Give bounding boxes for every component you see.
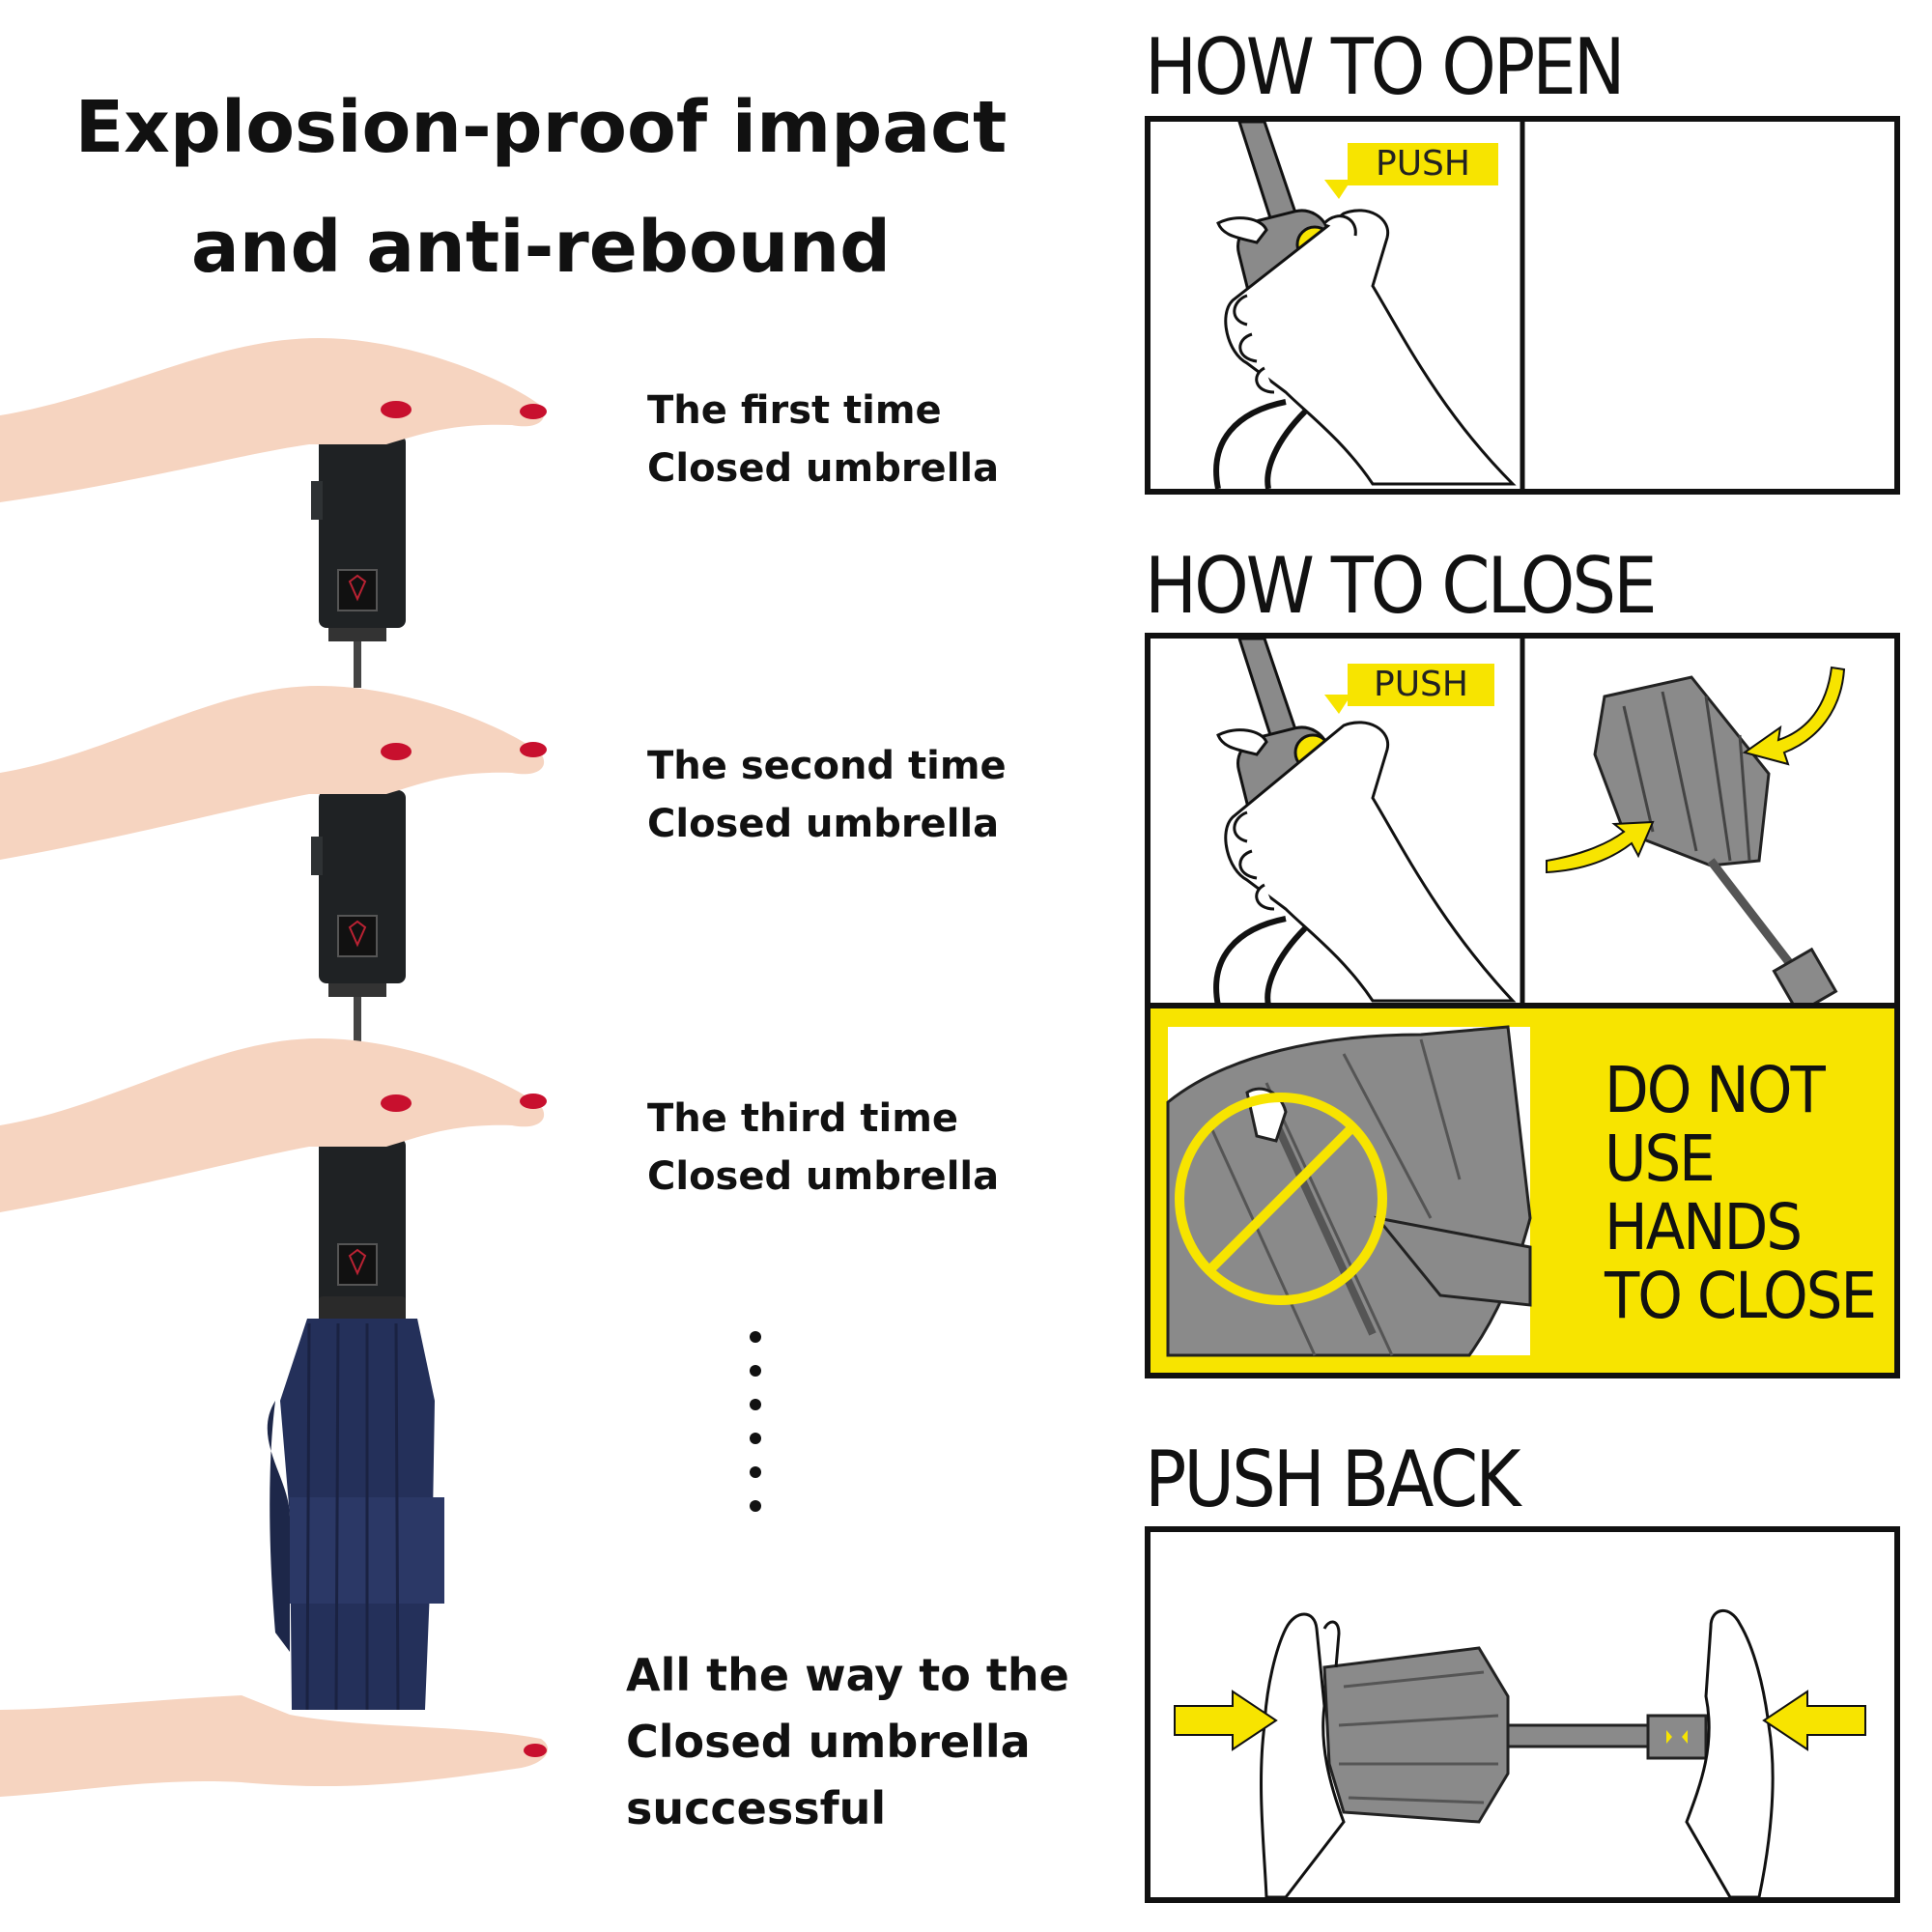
warning-text: DO NOT USE HANDS TO CLOSE <box>1605 1053 1877 1333</box>
close-illustration <box>1151 639 1894 1373</box>
how-to-open-title: HOW TO OPEN <box>1145 22 1626 112</box>
hand-closing-umbrella-illustration <box>1166 1025 1532 1357</box>
arrow-icon <box>1546 820 1655 874</box>
headline-line1: Explosion-proof impact <box>74 86 1008 169</box>
umbrella-handle-icon <box>319 1138 406 1331</box>
hand-icon <box>1216 209 1517 486</box>
prohibited-icon <box>1175 1093 1387 1305</box>
open-push-label: PUSH <box>1348 143 1498 185</box>
hand-icon <box>1216 721 1517 1003</box>
push-back-illustration <box>1174 1609 1866 1897</box>
ellipsis-dot <box>750 1433 761 1444</box>
hand-icon <box>0 1695 549 1797</box>
final-step-line3: successful <box>626 1782 887 1834</box>
step-3-line2: Closed umbrella <box>647 1154 1000 1199</box>
warning-line2: USE <box>1605 1122 1716 1196</box>
ellipsis-dot <box>750 1399 761 1410</box>
ellipsis-dot <box>750 1466 761 1478</box>
hand-icon <box>0 686 547 860</box>
final-step-line2: Closed umbrella <box>626 1716 1031 1768</box>
how-to-close-title: HOW TO CLOSE <box>1145 541 1658 631</box>
hand-icon <box>1685 1609 1775 1897</box>
ellipsis-dot <box>750 1365 761 1377</box>
ellipsis-dot <box>750 1331 761 1343</box>
step-3-line1: The third time <box>647 1096 959 1141</box>
hand-icon <box>0 1038 547 1212</box>
umbrella-press-illustration <box>0 338 549 1797</box>
arrow-icon <box>1174 1690 1278 1751</box>
step-2-line2: Closed umbrella <box>647 802 1000 846</box>
ellipsis-dot <box>750 1500 761 1512</box>
headline-line2: and anti-rebound <box>190 206 892 289</box>
hand-icon <box>0 338 547 502</box>
folded-canopy <box>267 1296 444 1711</box>
umbrella-handle-icon <box>311 790 406 1053</box>
final-step-text: All the way to the Closed umbrella succe… <box>626 1642 1069 1842</box>
hand-icon <box>1260 1612 1346 1897</box>
push-back-panel <box>1145 1526 1900 1903</box>
step-2-line1: The second time <box>647 744 1007 788</box>
press-button-illustration <box>1213 122 1525 489</box>
step-1-line2: Closed umbrella <box>647 446 1000 491</box>
step-3-text: The third time Closed umbrella <box>647 1090 999 1206</box>
step-1-line1: The first time <box>647 388 942 433</box>
close-push-label: PUSH <box>1348 664 1494 706</box>
how-to-close-panel: PUSH DO NOT USE HANDS TO CLOSE <box>1145 633 1900 1378</box>
how-to-open-panel: PUSH <box>1145 116 1900 495</box>
closing-umbrella-icon <box>1593 675 1838 1015</box>
step-1-text: The first time Closed umbrella <box>647 382 999 497</box>
umbrella-handle-icon <box>311 435 406 688</box>
step-2-text: The second time Closed umbrella <box>647 737 1007 853</box>
warning-line1: DO NOT <box>1605 1053 1826 1127</box>
warning-line3: HANDS <box>1605 1190 1803 1264</box>
folded-umbrella-icon <box>1322 1646 1708 1824</box>
final-step-line1: All the way to the <box>626 1649 1069 1701</box>
arrow-icon <box>1742 666 1846 766</box>
arrow-icon <box>1762 1690 1866 1751</box>
warning-line4: TO CLOSE <box>1605 1259 1877 1333</box>
push-back-title: PUSH BACK <box>1145 1435 1520 1524</box>
